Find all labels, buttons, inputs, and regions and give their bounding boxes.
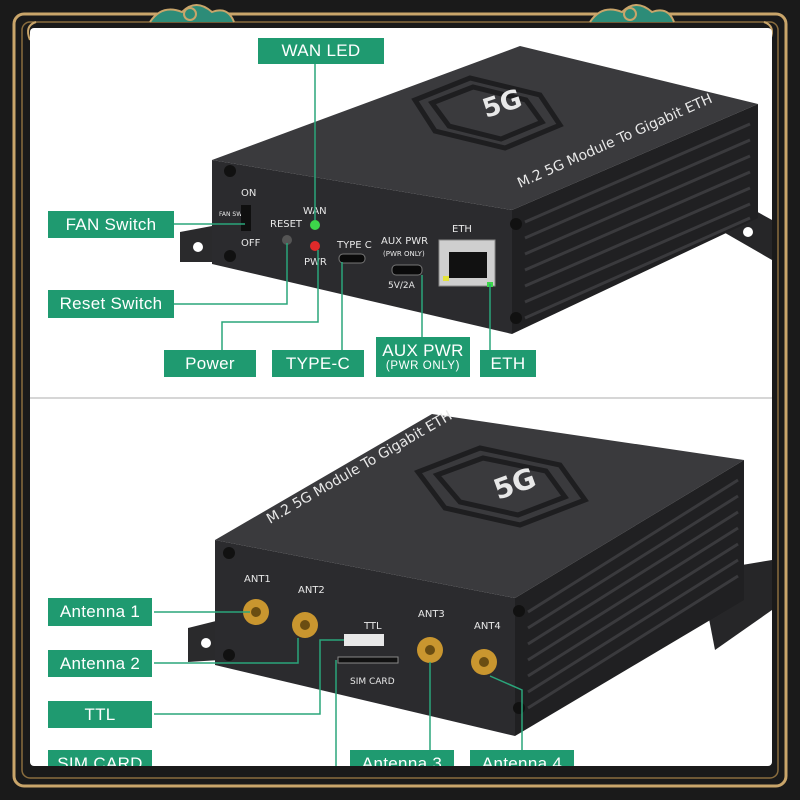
top-leader-lines xyxy=(174,63,491,353)
aux-rating-label: 5V/2A xyxy=(388,281,416,291)
callout-aux-pwr-sub: (PWR ONLY) xyxy=(385,359,461,372)
callout-type-c: TYPE-C xyxy=(272,350,364,377)
fan-sw-label: FAN SW xyxy=(219,211,242,218)
ant1-label: ANT1 xyxy=(244,574,271,585)
type-c-label: TYPE C xyxy=(336,240,372,251)
aux-pwr-label: AUX PWR xyxy=(381,236,428,247)
ttl-label: TTL xyxy=(363,621,382,632)
on-label: ON xyxy=(241,188,256,199)
ant2-label: ANT2 xyxy=(298,585,325,596)
router-front-view: 5G M.2 5G Module To Gigabit ETH ON FAN S… xyxy=(180,46,772,334)
callout-sim-card: SIM CARD xyxy=(48,750,152,766)
product-panel: 5G M.2 5G Module To Gigabit ETH ON FAN S… xyxy=(30,28,772,766)
callout-antenna-1: Antenna 1 xyxy=(48,598,152,626)
callout-ttl: TTL xyxy=(48,701,152,728)
callout-antenna-4: Antenna 4 xyxy=(470,750,574,766)
callout-antenna-3: Antenna 3 xyxy=(350,750,454,766)
type-c-port[interactable] xyxy=(338,253,366,264)
fan-switch[interactable] xyxy=(241,205,251,231)
callout-power: Power xyxy=(164,350,256,377)
off-label: OFF xyxy=(241,238,261,249)
callout-antenna-2: Antenna 2 xyxy=(48,650,152,677)
router-back-view: 5G M.2 5G Module To Gigabit ETH ANT1 ANT… xyxy=(188,408,772,736)
reset-label: RESET xyxy=(270,219,303,230)
sim-slot[interactable] xyxy=(337,656,399,664)
pwr-led xyxy=(310,241,320,251)
pwr-label: PWR xyxy=(304,257,327,268)
sim-card-label: SIM CARD xyxy=(350,677,395,687)
callout-fan-switch: FAN Switch xyxy=(48,211,174,238)
aux-pwr-port[interactable] xyxy=(391,264,423,276)
callout-wan-led: WAN LED xyxy=(258,38,384,64)
callout-aux-pwr: AUX PWR (PWR ONLY) xyxy=(376,337,470,377)
aux-pwr-sub-label: (PWR ONLY) xyxy=(383,250,425,258)
right-cloud-ornament-icon xyxy=(589,4,675,23)
left-cloud-ornament-icon xyxy=(149,4,235,23)
callout-aux-pwr-title: AUX PWR xyxy=(382,340,464,360)
callout-eth: ETH xyxy=(480,350,536,377)
wan-led xyxy=(310,220,320,230)
ant4-label: ANT4 xyxy=(474,621,501,632)
bottom-leader-lines xyxy=(154,611,523,766)
ant3-label: ANT3 xyxy=(418,609,445,620)
ttl-port[interactable] xyxy=(344,634,384,646)
reset-button[interactable] xyxy=(282,235,292,245)
product-illustration: 5G M.2 5G Module To Gigabit ETH ON FAN S… xyxy=(30,46,772,766)
eth-label: ETH xyxy=(452,224,472,235)
callout-reset-switch: Reset Switch xyxy=(48,290,174,318)
